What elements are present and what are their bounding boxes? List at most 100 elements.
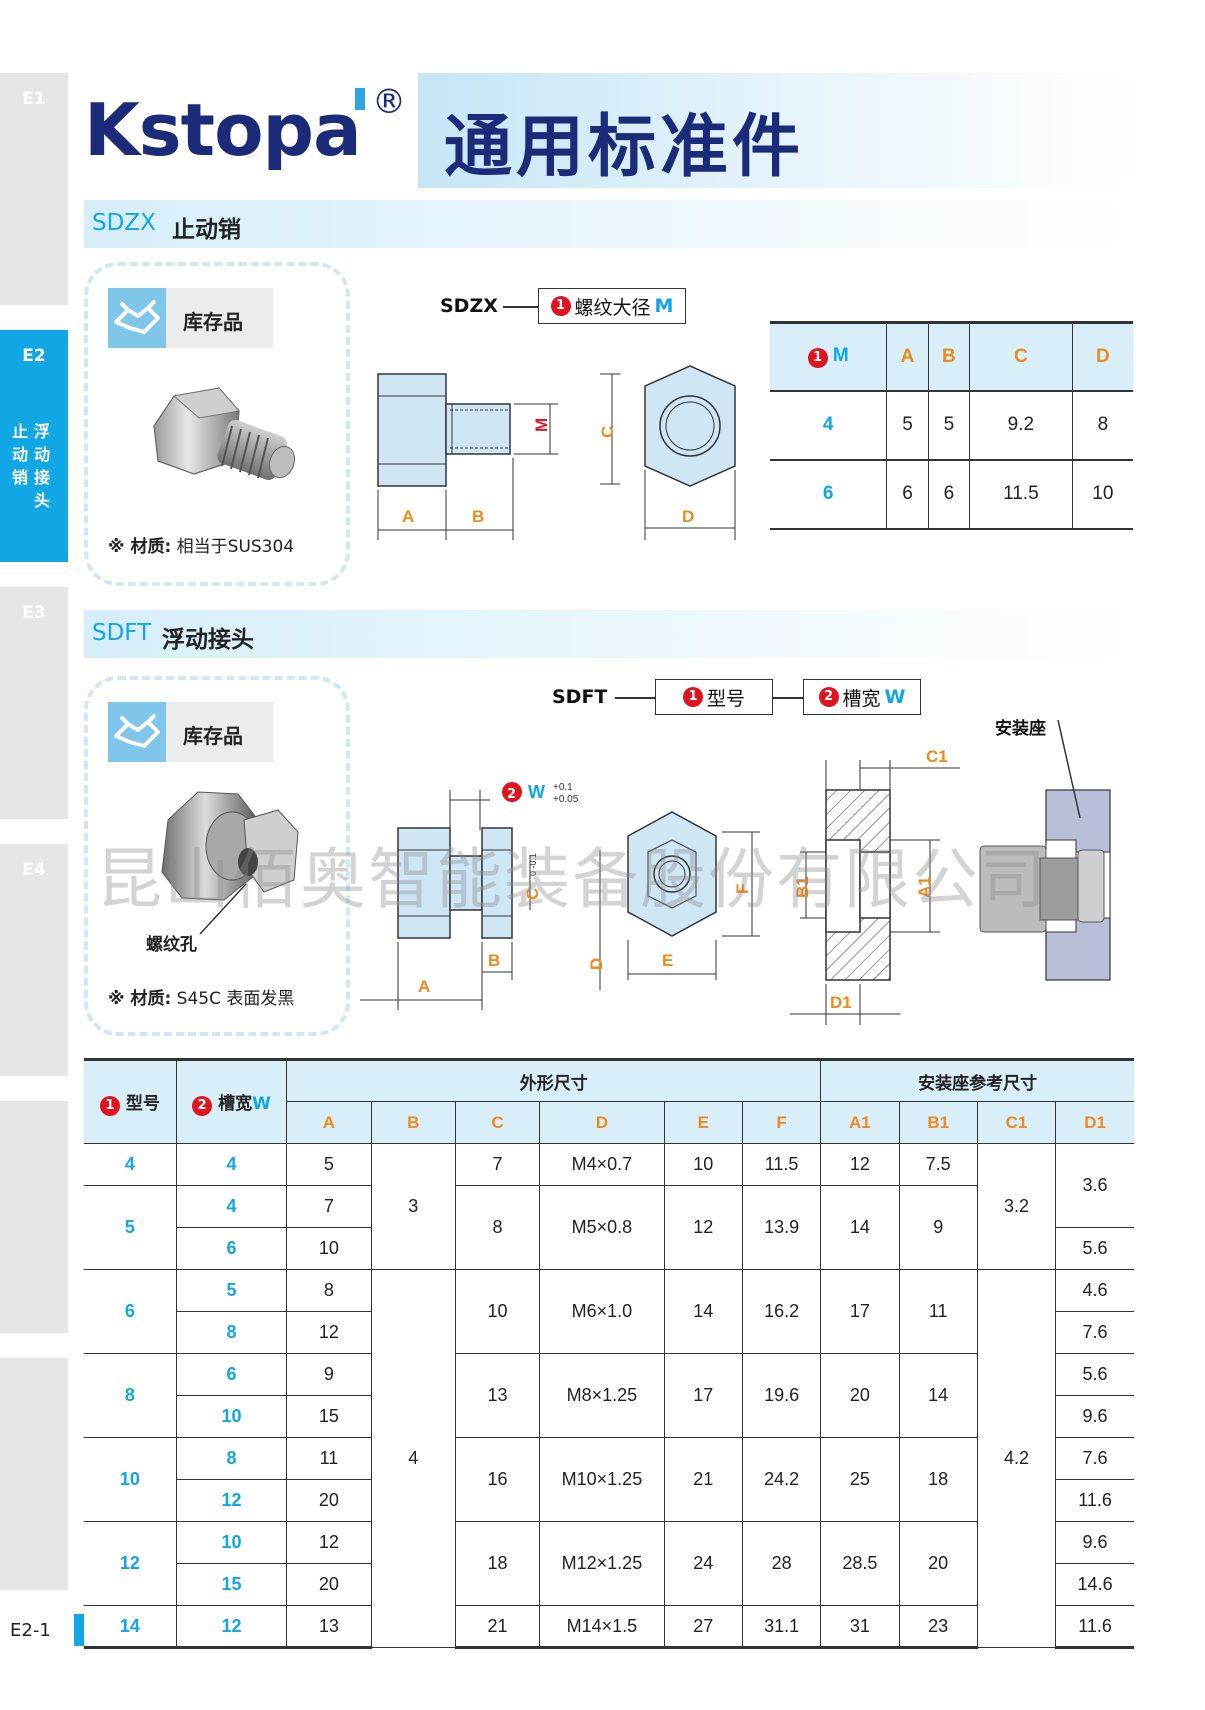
marker-2-icon: 2 [507,787,516,802]
table-row: 6 6 6 11.5 10 [770,459,1133,530]
cell-b: 3 [370,1143,456,1270]
side-tab-blank [0,1358,68,1590]
cell-model: 6 [84,1269,177,1354]
side-char: 动 [33,445,50,464]
dim-b: B [472,507,484,526]
thread-hole-label: 螺纹孔 [146,935,197,955]
section-title-sdzx: SDZX 止动销 [84,200,1134,248]
section-title-sdft: SDFT 浮动接头 [84,610,1134,658]
cell-width: 5 [175,1269,288,1312]
cell-e: 14 [663,1269,743,1354]
cell-width: 6 [175,1353,288,1396]
side-tab-e3[interactable]: E3 [0,587,68,819]
cell-a: 12 [286,1521,372,1564]
cell-a1: 31 [820,1605,900,1649]
order-code-sdzx: SDZX [440,295,498,317]
cell-c: 7 [454,1143,541,1186]
cell-a1: 28.5 [820,1521,900,1606]
cell-c1: 4.2 [976,1269,1057,1648]
sdft-spec-table: 1 型号 2 槽宽W 外形尺寸 安装座参考尺寸 A B C D E F A1 B… [84,1058,1134,1649]
dim-a: A [402,507,414,526]
cell-model: 4 [84,1143,177,1186]
cell-a: 10 [286,1227,372,1270]
cell-b1: 20 [898,1521,978,1606]
dim-m: M [532,418,551,432]
side-char: 动 [11,445,28,464]
handshake-icon [108,702,166,762]
cell-model: 10 [84,1437,177,1522]
col-header-c: C [454,1101,541,1144]
cell-c: 8 [454,1185,541,1270]
cell-d: M4×0.7 [539,1143,665,1186]
col-header-e: E [663,1101,743,1144]
stock-label: 库存品 [183,310,243,334]
floating-joint-photo [161,791,299,901]
cell-d1: 3.6 [1055,1143,1134,1228]
order-code-connector [773,697,803,699]
table-cell: 9.2 [969,390,1073,461]
stop-pin-photo [153,387,296,480]
group-header-outer: 外形尺寸 [286,1058,822,1102]
product-card-sdzx: 库存品 ※ 材质: 相当于SUS304 [84,262,350,586]
side-tab-e1[interactable]: E1 [0,73,68,305]
cell-a1: 17 [820,1269,900,1354]
section-name: 止动销 [172,217,241,243]
table-row: 10 8 11 16 M10×1.25 21 24.2 25 18 7.6 [84,1437,1134,1522]
cell-width: 10 [176,1395,288,1438]
order-code-sdft: SDFT [552,686,608,708]
cell-width: 4 [175,1185,288,1228]
marker-1-icon: 1 [550,296,571,316]
table-row: 4 5 5 9.2 8 [770,390,1133,461]
col-header-c1: C1 [976,1101,1057,1144]
marker-1-icon: 1 [682,687,703,707]
cell-width: 15 [176,1563,288,1606]
cell-d: M6×1.0 [539,1269,665,1354]
side-tab-e4[interactable]: E4 [0,844,68,1076]
material-label: ※ 材质: [108,989,172,1009]
cell-d1: 5.6 [1055,1353,1134,1396]
cell-a: 5 [286,1143,372,1186]
cell-model: 8 [84,1353,177,1438]
cell-c: 18 [454,1521,541,1606]
cell-c: 16 [454,1437,541,1522]
table-cell: 6 [927,459,970,530]
header-band: 通用标准件 [418,73,1133,188]
col-header-m: 1 M [770,322,887,391]
col-header-c: C [969,322,1073,391]
section-name: 浮动接头 [162,627,254,653]
material-note: ※ 材质: S45C 表面发黑 [108,984,294,1009]
cell-a: 8 [286,1269,372,1312]
order-box-var: M [654,295,674,317]
dim-b: B [488,951,500,970]
cell-d1: 9.6 [1055,1521,1134,1564]
cell-c: 21 [454,1605,541,1649]
dim-e: E [662,951,673,970]
cell-c1: 3.2 [976,1143,1057,1270]
cell-c: 10 [454,1269,541,1354]
section-code: SDFT [92,620,152,646]
cell-e: 10 [663,1143,743,1186]
dim-c: C [523,888,542,900]
dim-c: C [598,426,617,438]
table-cell: 11.5 [969,459,1073,530]
side-char: 浮 [33,422,50,441]
cell-a: 13 [286,1605,372,1649]
dim-d1: D1 [830,993,852,1012]
cell-d: M12×1.25 [539,1521,665,1606]
side-char: 头 [33,491,50,510]
registered-mark: ® [372,82,406,122]
cell-d1: 7.6 [1055,1437,1134,1480]
table-cell: 6 [886,459,929,530]
table-row: 15 20 14.6 [84,1563,1134,1606]
table-row: 12 20 11.6 [84,1479,1134,1522]
cell-d: M8×1.25 [539,1353,665,1438]
cell-a: 9 [286,1353,372,1396]
sdzx-spec-table: 1 M A B C D 4 5 5 9.2 8 6 6 6 11.5 10 [770,321,1133,530]
side-tab-label: E3 [22,603,46,623]
cell-a: 7 [286,1185,372,1228]
side-tab-e2[interactable]: E2 浮 动 接 头 止 动 销 [0,330,68,562]
dim-b1: B1 [793,876,812,898]
marker-1-icon: 1 [99,1095,120,1116]
cell-a1: 12 [820,1143,900,1186]
cell-d: M14×1.5 [539,1605,665,1649]
